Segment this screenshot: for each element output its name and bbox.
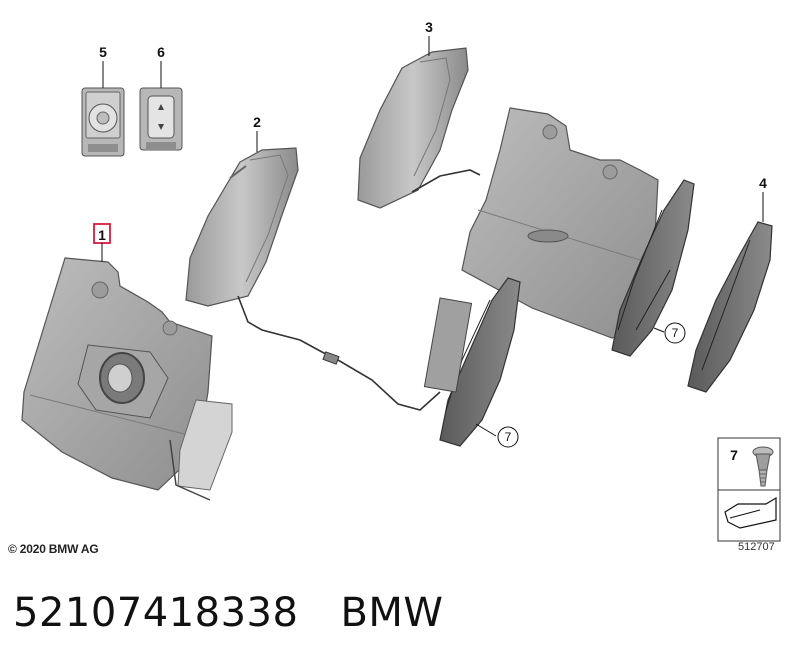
callout-6[interactable]: 6	[157, 44, 165, 88]
callout-4[interactable]: 4	[759, 175, 767, 222]
part-4-trim-panel[interactable]	[687, 221, 773, 393]
callout-2-label: 2	[253, 114, 261, 130]
side-bracket-right[interactable]	[611, 179, 695, 357]
callout-1-label: 1	[98, 227, 106, 243]
callout-3-label: 3	[425, 19, 433, 35]
diagram-number: 512707	[738, 541, 775, 553]
legend-7-label: 7	[730, 447, 738, 463]
part-2-side-shell[interactable]	[185, 147, 441, 411]
callout-1[interactable]: 1	[93, 223, 111, 262]
callout-5-label: 5	[99, 44, 107, 60]
callout-2[interactable]: 2	[253, 114, 261, 152]
part-number: 52107418338	[13, 590, 299, 636]
brand-name: BMW	[340, 590, 444, 636]
legend-box: 7	[717, 437, 781, 542]
callout-5[interactable]: 5	[99, 44, 107, 88]
part-3-side-shell-upper[interactable]	[357, 47, 481, 209]
screw-icon	[752, 446, 774, 487]
callout-3[interactable]: 3	[425, 19, 433, 56]
callout-6-label: 6	[157, 44, 165, 60]
side-bracket-left[interactable]	[423, 277, 521, 447]
callout-4-label: 4	[759, 175, 767, 191]
part-1-backrest-panel[interactable]	[21, 257, 233, 501]
callout-7-circle-lower[interactable]: 7	[497, 426, 519, 448]
callout-7-upper-label: 7	[672, 326, 679, 340]
copyright-text: © 2020 BMW AG	[8, 542, 99, 556]
arrow-icon	[724, 496, 777, 529]
callout-7-circle-upper[interactable]: 7	[664, 322, 686, 344]
callout-7-lower-label: 7	[505, 430, 512, 444]
part-6-switch-rocker[interactable]	[139, 87, 183, 151]
part-5-switch-round[interactable]	[81, 87, 125, 157]
part-number-line: 52107418338 BMW	[13, 590, 443, 636]
